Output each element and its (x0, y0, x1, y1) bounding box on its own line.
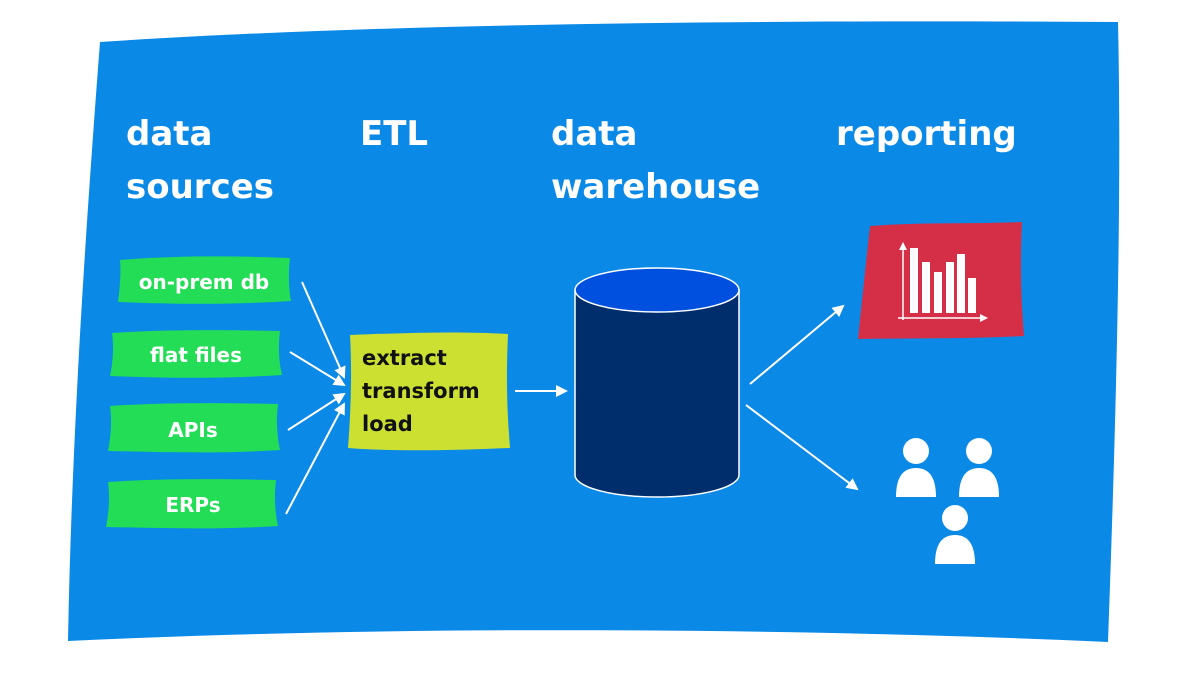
source-box-on-prem-db: on-prem db (118, 256, 291, 304)
source-label: APIs (168, 418, 217, 442)
chart-bar (946, 262, 954, 313)
source-box-erps: ERPs (106, 479, 278, 529)
arrow-on-prem-db-to-etl (301, 281, 346, 379)
source-label: on-prem db (139, 270, 269, 294)
chart-bar (922, 262, 930, 313)
etl-line-transform: transform (362, 379, 480, 403)
chart-x-axis-arrow (980, 314, 988, 322)
heading-etl: ETL (360, 114, 428, 154)
chart-y-axis-arrow (899, 242, 907, 250)
source-label: ERPs (165, 493, 220, 517)
arrow-erps-to-etl (285, 402, 345, 515)
arrow-warehouse-to-users (745, 404, 859, 491)
source-box-flat-files: flat files (110, 330, 282, 378)
etl-line-extract: extract (362, 346, 447, 370)
heading-warehouse-line1: data (551, 114, 637, 154)
source-box-apis: APIs (108, 403, 280, 453)
user-icon (935, 505, 975, 564)
source-label: flat files (150, 343, 242, 367)
database-cylinder-icon (574, 267, 740, 498)
heading-sources-line1: data (126, 114, 212, 154)
heading-reporting: reporting (836, 114, 1017, 154)
heading-sources-line2: sources (126, 167, 274, 207)
arrow-apis-to-etl (287, 392, 346, 431)
chart-bar (957, 254, 965, 313)
etl-line-load: load (362, 412, 413, 436)
arrow-warehouse-to-chart (749, 304, 845, 385)
etl-box: extract transform load (348, 332, 510, 451)
arrow-flat-files-to-etl (289, 351, 346, 387)
bar-chart-icon (858, 222, 1024, 339)
users-group-icon (896, 438, 999, 564)
heading-warehouse-line2: warehouse (551, 167, 760, 207)
user-icon (959, 438, 999, 497)
user-icon (896, 438, 936, 497)
chart-bar (934, 272, 942, 313)
chart-bar (968, 278, 976, 313)
chart-bar (910, 248, 918, 313)
